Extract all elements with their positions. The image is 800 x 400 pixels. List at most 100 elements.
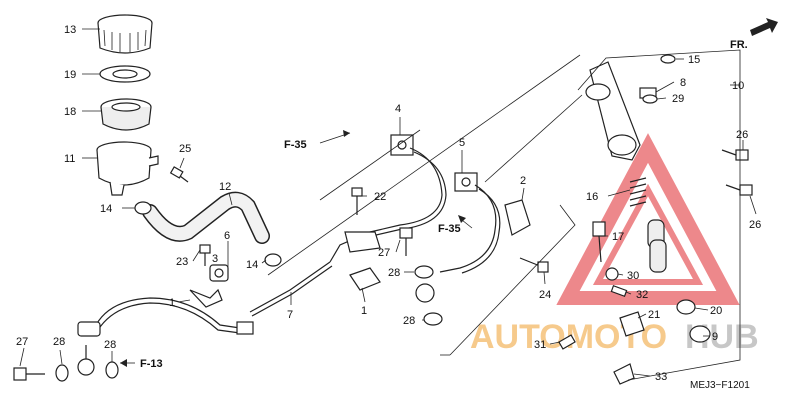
secondary-cup — [649, 239, 667, 273]
union-joint-3 — [209, 264, 229, 282]
part-label-2: 2 — [520, 175, 526, 187]
ref-arrows — [120, 130, 473, 367]
bracket-upper-center — [344, 231, 381, 253]
part-label-18: 18 — [64, 106, 76, 118]
part-label-8: 8 — [680, 77, 686, 89]
part-label-24: 24 — [539, 289, 551, 301]
ref-label-f13: F-13 — [140, 358, 163, 370]
part-label-5: 5 — [459, 137, 465, 149]
part-label-25: 25 — [179, 143, 191, 155]
rear-master-cylinder-10 — [585, 61, 641, 161]
part-label-27-center: 27 — [378, 247, 390, 259]
sealing-washer-28-a — [55, 364, 69, 382]
part-label-12: 12 — [219, 181, 231, 193]
reservoir-diaphragm — [100, 98, 152, 131]
leader-lines — [19, 28, 757, 377]
part-label-15: 15 — [688, 54, 700, 66]
frame-line-b — [449, 204, 576, 356]
circlip-20 — [676, 299, 696, 315]
hose-clip-lower — [264, 253, 282, 267]
bolt-26-upper — [721, 149, 749, 161]
part-label-23: 23 — [176, 256, 188, 268]
part-label-14-upper: 14 — [100, 203, 112, 215]
cotter-pin-31 — [558, 334, 576, 350]
sealing-washer-28-d — [423, 312, 443, 326]
part-label-31: 31 — [534, 339, 546, 351]
banjo-bolt-27-center — [399, 227, 413, 256]
watermark-triangle-outer — [556, 133, 740, 305]
part-label-28-c: 28 — [388, 267, 400, 279]
hose-7 — [249, 261, 331, 313]
part-label-1-left: 1 — [169, 297, 175, 309]
boot-9 — [689, 325, 711, 343]
ref-label-f35-lower: F-35 — [438, 223, 461, 235]
sealing-washer-28-c — [414, 265, 434, 279]
sealing-washer-28-b — [105, 361, 119, 379]
part-label-7: 7 — [287, 309, 293, 321]
push-rod-33 — [613, 363, 635, 385]
banjo-eye-center — [415, 283, 435, 303]
ref-label-f35-upper: F-35 — [284, 139, 307, 151]
watermark: AUTOMOTO HUB — [470, 133, 759, 356]
part-label-21: 21 — [648, 309, 660, 321]
stay-2 — [504, 199, 531, 236]
part-label-17: 17 — [612, 231, 624, 243]
part-label-28-b: 28 — [104, 339, 116, 351]
part-label-32: 32 — [636, 289, 648, 301]
part-label-26-lower: 26 — [749, 219, 761, 231]
part-label-20: 20 — [710, 305, 722, 317]
part-label-19: 19 — [64, 69, 76, 81]
part-label-1-center: 1 — [361, 305, 367, 317]
piston-set-17 — [592, 221, 606, 263]
assembly-frame — [577, 49, 741, 381]
part-label-10: 10 — [732, 80, 744, 92]
joint-4 — [390, 134, 414, 156]
part-label-33: 33 — [655, 371, 667, 383]
bolt-25 — [169, 166, 189, 183]
stay-1-center — [349, 267, 381, 291]
diagram-code: MEJ3−F1201 — [690, 380, 750, 391]
front-direction-label: FR. — [730, 39, 748, 51]
hose-fitting — [236, 321, 254, 335]
part-label-9: 9 — [712, 331, 718, 343]
reservoir-hose — [143, 193, 269, 243]
part-label-28-d: 28 — [403, 315, 415, 327]
banjo-fitting-left — [77, 321, 101, 337]
part-label-3: 3 — [212, 253, 218, 265]
reservoir-body — [96, 141, 159, 196]
brake-hose-center — [329, 147, 443, 263]
part-label-16: 16 — [586, 191, 598, 203]
bolt-26-lower — [725, 184, 753, 196]
frame-line-a — [267, 54, 581, 276]
pin-32 — [610, 285, 628, 297]
brake-hose-lower — [95, 297, 241, 329]
watermark-triangle-inner — [592, 183, 704, 285]
part-label-11: 11 — [64, 153, 75, 165]
diaphragm-plate — [99, 65, 151, 83]
stay-1-left — [189, 288, 223, 308]
front-direction-arrow: FR. — [730, 18, 778, 51]
part-label-30: 30 — [627, 270, 639, 282]
bolt-23 — [199, 244, 211, 266]
part-labels: 13 19 18 11 14 25 12 23 6 3 1 14 7 4 5 2… — [16, 24, 761, 383]
bolt-22 — [351, 187, 363, 215]
spring-16 — [629, 177, 647, 207]
hose-clip-upper — [134, 201, 152, 215]
banjo-eye — [77, 358, 95, 376]
joint-5 — [454, 172, 478, 192]
banjo-bolt-27-left — [13, 367, 45, 381]
o-ring-29 — [642, 94, 658, 104]
part-label-22: 22 — [374, 191, 386, 203]
part-label-6: 6 — [224, 230, 230, 242]
reservoir-cap — [97, 14, 153, 54]
part-label-29: 29 — [672, 93, 684, 105]
nut-30 — [605, 267, 619, 281]
part-label-14-lower: 14 — [246, 259, 258, 271]
part-label-4: 4 — [395, 103, 401, 115]
part-label-13: 13 — [64, 24, 76, 36]
part-label-27-left: 27 — [16, 336, 28, 348]
clip-15 — [660, 54, 676, 64]
part-label-28-a: 28 — [53, 336, 65, 348]
bolt-24 — [519, 257, 549, 273]
